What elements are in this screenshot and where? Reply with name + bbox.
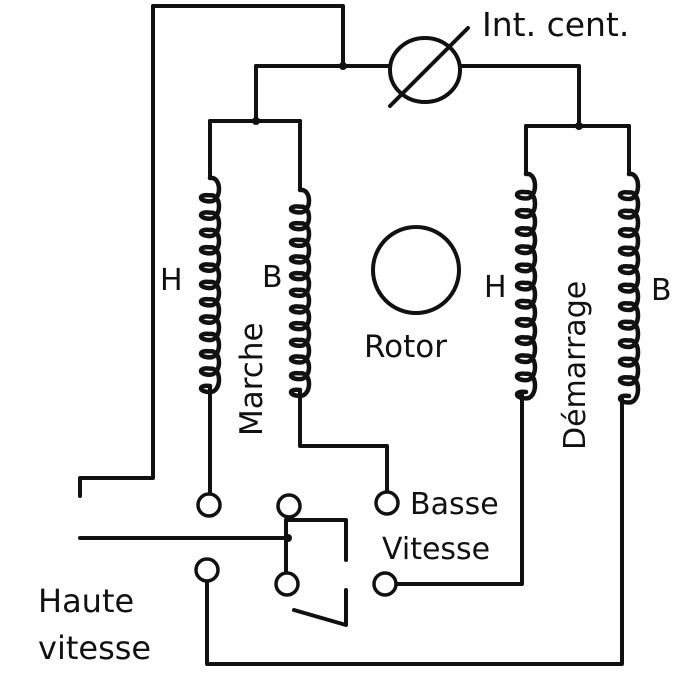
terminal-haute-vitesse bbox=[194, 557, 220, 583]
switch-circle-slash-icon bbox=[388, 36, 462, 104]
node-selector-pivot bbox=[284, 534, 292, 542]
terminal-selector-top bbox=[276, 493, 302, 519]
node-top-bus bbox=[339, 62, 347, 70]
wire-supply-top-cross bbox=[151, 4, 345, 68]
node-left-bus bbox=[252, 117, 260, 125]
wires bbox=[78, 4, 631, 666]
basse-vitesse-label-line2: Vitesse bbox=[382, 532, 490, 567]
junction-nodes bbox=[252, 62, 583, 542]
demarrage-label: Démarrage bbox=[558, 281, 593, 450]
windings bbox=[198, 171, 641, 405]
wire-demarrage-h-bottom bbox=[394, 390, 524, 586]
node-right-bus bbox=[575, 122, 583, 130]
basse-vitesse-label-line1: Basse bbox=[410, 487, 499, 522]
wire-selector-lower-link bbox=[292, 588, 348, 627]
wire-demarrage-b-bottom bbox=[205, 394, 624, 666]
terminal-demarrage-h bbox=[372, 571, 398, 597]
switch-slash bbox=[388, 26, 470, 108]
haute-vitesse-label-line1: Haute bbox=[38, 582, 134, 620]
marche-b-label: B bbox=[262, 260, 283, 295]
demarrage-b-label: B bbox=[651, 273, 672, 308]
rotor-label: Rotor bbox=[364, 329, 447, 365]
wire-marche-b-bottom bbox=[298, 388, 389, 493]
terminal-marche-h bbox=[196, 492, 222, 518]
wire-supply-top bbox=[78, 4, 155, 498]
demarrage-h-coil-icon bbox=[514, 171, 538, 401]
terminal-selector-bottom bbox=[274, 571, 300, 597]
marche-h-label: H bbox=[160, 263, 183, 298]
wire-selector-upper-link bbox=[284, 518, 348, 562]
wire-top-bus-right bbox=[460, 64, 581, 128]
terminals bbox=[194, 490, 400, 597]
demarrage-h-label: H bbox=[484, 270, 507, 305]
terminal-basse-vitesse bbox=[374, 490, 400, 516]
demarrage-b-coil-icon bbox=[617, 171, 641, 405]
marche-h-coil-icon bbox=[198, 175, 222, 395]
marche-b-coil-icon bbox=[288, 187, 312, 399]
rotor-circle-icon bbox=[371, 225, 461, 315]
haute-vitesse-label-line2: vitesse bbox=[38, 629, 151, 667]
marche-label: Marche bbox=[234, 322, 270, 436]
centrifugal-switch bbox=[388, 26, 470, 108]
switch-label: Int. cent. bbox=[482, 5, 629, 44]
